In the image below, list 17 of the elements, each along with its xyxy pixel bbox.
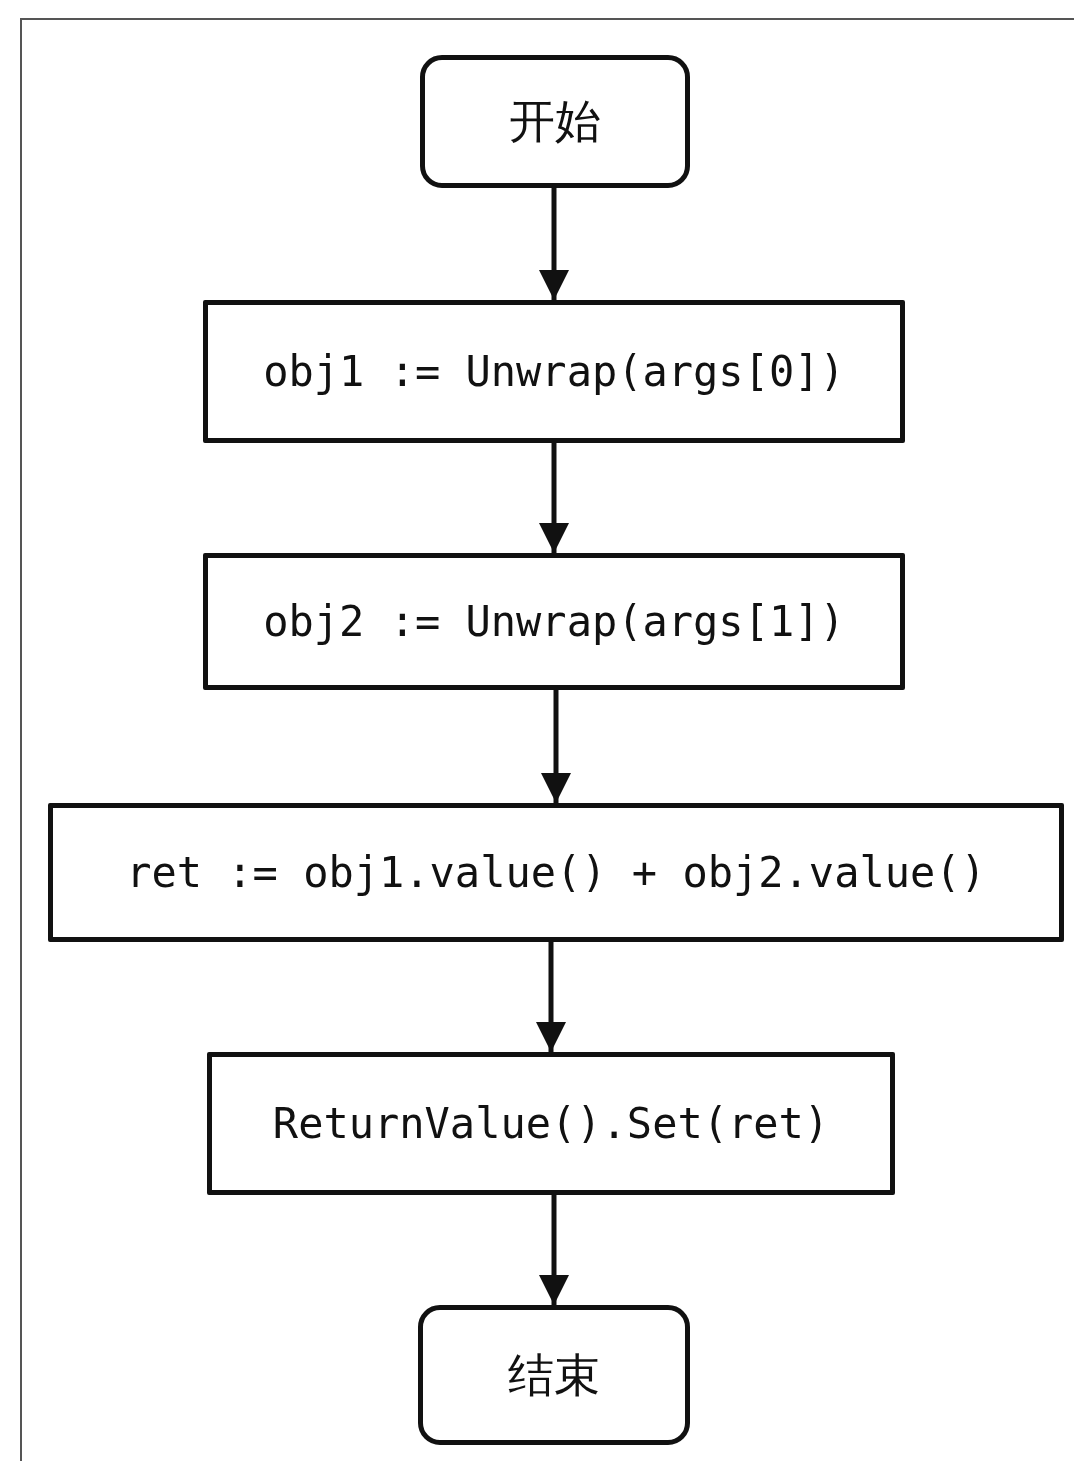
node-label: ret := obj1.value() + obj2.value()	[126, 847, 986, 899]
process-box	[48, 803, 1064, 942]
arrow	[539, 1195, 569, 1305]
node-label: ReturnValue().Set(ret)	[272, 1098, 830, 1150]
node-label: 开始	[509, 93, 601, 150]
terminal-box	[420, 55, 690, 188]
terminal-box	[418, 1305, 690, 1445]
node-label: obj1 := Unwrap(args[0])	[263, 346, 845, 398]
arrow	[539, 188, 569, 300]
process-box	[203, 300, 905, 443]
node-label: obj2 := Unwrap(args[1])	[263, 596, 845, 648]
arrow	[539, 443, 569, 553]
process-box	[207, 1052, 895, 1195]
node-label: 结束	[508, 1346, 600, 1404]
arrow	[541, 690, 571, 803]
arrow	[536, 942, 566, 1052]
process-box	[203, 553, 905, 690]
